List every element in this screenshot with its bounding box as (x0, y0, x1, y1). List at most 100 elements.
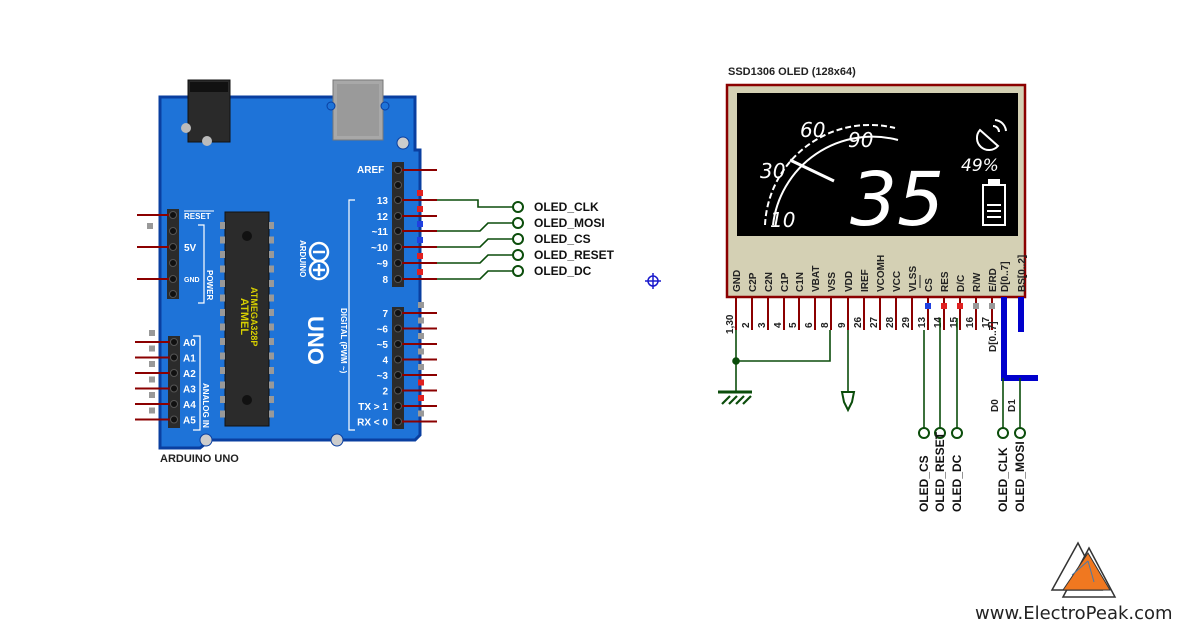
oled-power-wires (732, 330, 849, 392)
arduino-net-wires (437, 199, 512, 280)
uno-text: UNO (303, 316, 328, 365)
pin-state-indicator (417, 253, 423, 259)
chip-label-1: ATMEL (238, 298, 250, 335)
net-terminal[interactable] (512, 249, 524, 261)
watermark-text: www.ElectroPeak.com (975, 603, 1173, 624)
header-pin (170, 400, 178, 408)
net-label: OLED_MOSI (1013, 441, 1027, 512)
net-terminal[interactable] (512, 217, 524, 229)
digital-pin-label: 7 (382, 309, 388, 320)
net-terminal[interactable] (951, 427, 963, 439)
header-pin (394, 227, 402, 235)
speed-gauge (764, 123, 899, 226)
battery-icon (982, 179, 1006, 226)
net-label: OLED_DC (950, 454, 964, 512)
oled-pin-name: VBAT (811, 266, 822, 292)
bus-tap-d1: D1 (1007, 399, 1018, 412)
satellite-dish-icon (975, 119, 1007, 152)
analog-pin-label: A4 (183, 400, 196, 411)
oled-pin-name: VCC (892, 271, 903, 292)
power-pin-gnd: GND (184, 277, 200, 284)
oled-pin-number: 27 (869, 316, 880, 328)
header-pin (169, 227, 177, 235)
net-label: OLED_CS (917, 455, 931, 512)
oled-pin-name: C1P (780, 272, 791, 292)
net-terminal[interactable] (512, 265, 524, 277)
header-pin (169, 290, 177, 298)
oled-pin-name: VLSS (908, 266, 919, 292)
gauge-label-10: 10 (770, 208, 795, 232)
net-terminal[interactable] (512, 233, 524, 245)
header-pin (394, 196, 402, 204)
header-pin (170, 415, 178, 424)
digital-pin-label: RX < 0 (357, 418, 388, 429)
oled-pin-name: VDD (844, 271, 855, 292)
pin-state-indicator (417, 190, 423, 196)
net-label: OLED_RESET (933, 431, 947, 512)
ssd1306-oled[interactable]: SSD1306 OLED (128x64) 10 30 60 90 35 49%… (725, 66, 1028, 334)
header-pin (394, 355, 402, 364)
analog-pin-label: A1 (183, 354, 196, 365)
digital-pin-label: 13 (377, 196, 389, 207)
digital-pin-label: ~5 (377, 340, 389, 351)
analog-pin-label: A3 (183, 385, 196, 396)
pin-state-indicator (418, 410, 424, 417)
net-terminal[interactable] (934, 427, 946, 439)
net-label: OLED_CLK (996, 447, 1010, 512)
atmega-chip (224, 211, 270, 427)
oled-pin-number: 16 (965, 316, 976, 328)
bus-label: D[0..7] (988, 321, 999, 352)
header-pin (169, 243, 177, 251)
oled-pins: GND1,30C2P2C2N3C1P4C1N5VBAT6VSS8VDD9IREF… (725, 255, 1028, 334)
oled-pin-number: 14 (933, 316, 944, 328)
pin-state-indicator (149, 392, 155, 398)
arduino-brand-text: ARDUINO (298, 240, 307, 277)
digital-pin-label: ~10 (371, 243, 388, 254)
aref-label: AREF (357, 165, 384, 176)
pin-state-indicator (989, 303, 995, 309)
header-pin (394, 402, 402, 410)
oled-pin-name: BS[0..2] (1017, 255, 1028, 292)
oled-pin-number: 13 (917, 316, 928, 328)
header-pin (394, 309, 402, 317)
electropeak-logo-icon (1050, 541, 1117, 598)
net-terminal[interactable] (512, 201, 524, 213)
pin-state-indicator (149, 345, 155, 352)
power-header-label: POWER (205, 270, 214, 300)
net-terminal[interactable] (997, 427, 1009, 439)
header-pin (394, 371, 402, 379)
pin-state-indicator (149, 330, 155, 336)
net-label: OLED_MOSI (534, 216, 605, 230)
digital-pin-label: ~11 (372, 227, 389, 238)
header-pin (170, 353, 178, 362)
oled-screen (737, 93, 1018, 236)
gauge-label-60: 60 (800, 118, 825, 142)
data-bus (1001, 297, 1038, 381)
gauge-label-30: 30 (760, 159, 785, 183)
oled-pin-name: CS (924, 278, 935, 292)
oled-pin-name: IREF (860, 269, 871, 292)
chip-label-2: ATMEGA328P (249, 287, 259, 346)
digital-pin-label: ~6 (377, 325, 389, 336)
net-terminal[interactable] (918, 427, 930, 439)
speed-value: 35 (850, 157, 944, 243)
oled-pin-number: 15 (949, 316, 960, 328)
net-terminal[interactable] (1014, 427, 1026, 439)
oled-title: SSD1306 OLED (128x64) (728, 66, 856, 78)
oled-pin-number: 29 (901, 316, 912, 328)
net-label: OLED_CS (534, 232, 591, 246)
header-pin (394, 340, 402, 348)
arduino-title: ARDUINO UNO (160, 453, 239, 465)
oled-pin-number: 26 (853, 316, 864, 328)
digital-pin-label: 12 (377, 212, 389, 223)
oled-pin-number: 9 (837, 322, 848, 328)
oled-pin-number: 28 (885, 316, 896, 328)
net-label: OLED_RESET (534, 248, 615, 262)
oled-pin-number: 2 (741, 322, 752, 328)
digital-pin-label: 2 (382, 387, 388, 398)
header-pin (394, 181, 402, 189)
bus-tap-d0: D0 (990, 399, 1001, 412)
